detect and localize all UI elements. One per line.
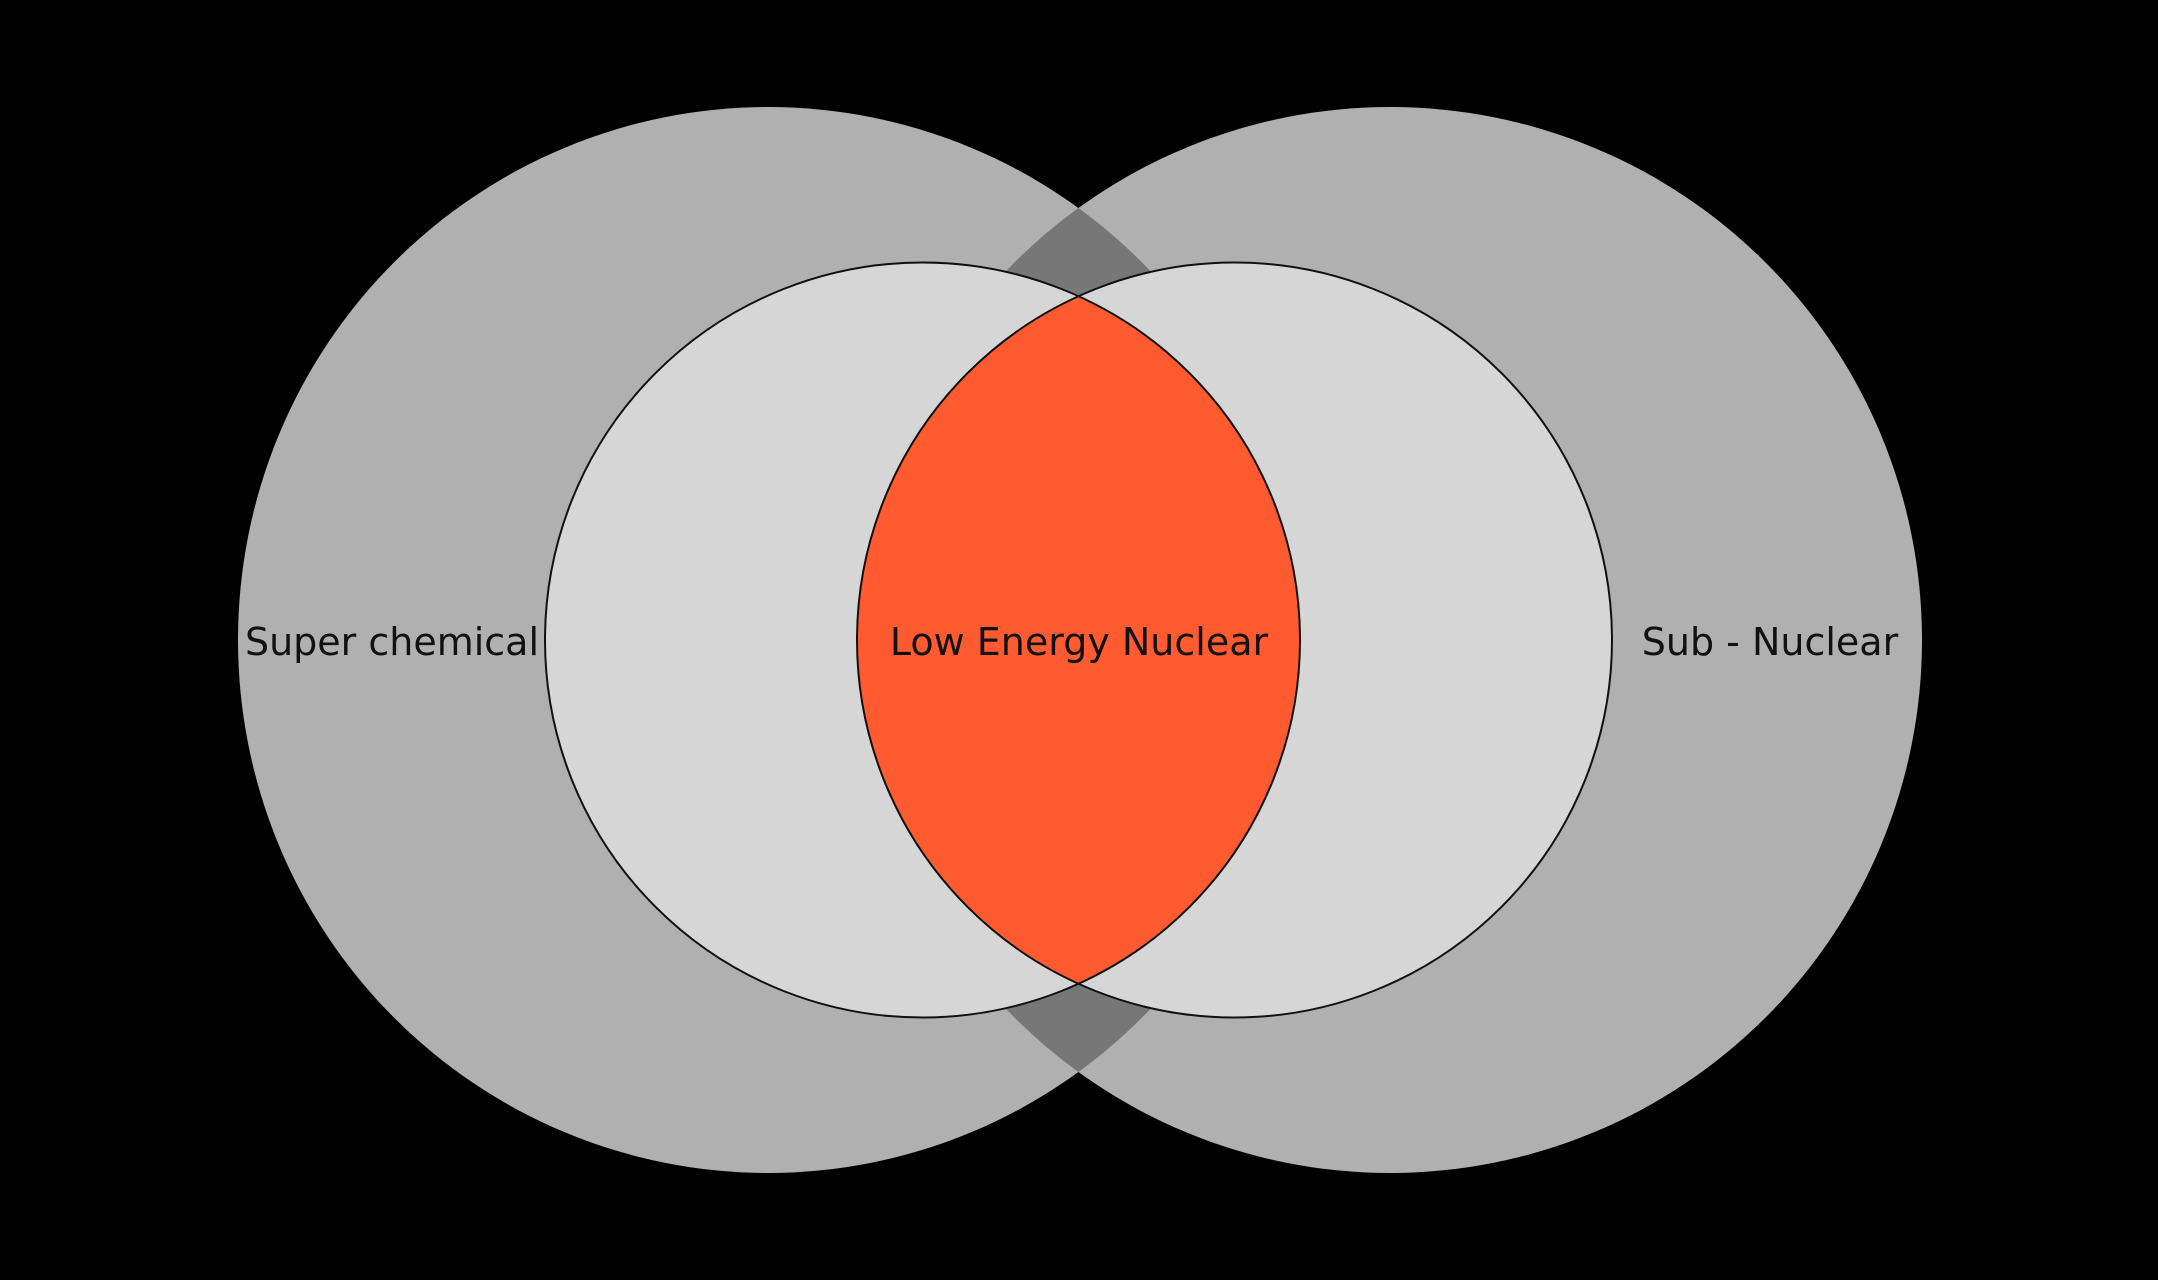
label-left: Super chemical <box>245 620 539 664</box>
core-lens <box>857 262 1300 1018</box>
inner-regions <box>544 261 1613 1019</box>
label-center: Low Energy Nuclear <box>890 620 1269 664</box>
inner-circle-left-outline <box>544 261 1301 1019</box>
inner-circle-right-outline <box>856 261 1613 1019</box>
label-right: Sub - Nuclear <box>1642 620 1899 664</box>
